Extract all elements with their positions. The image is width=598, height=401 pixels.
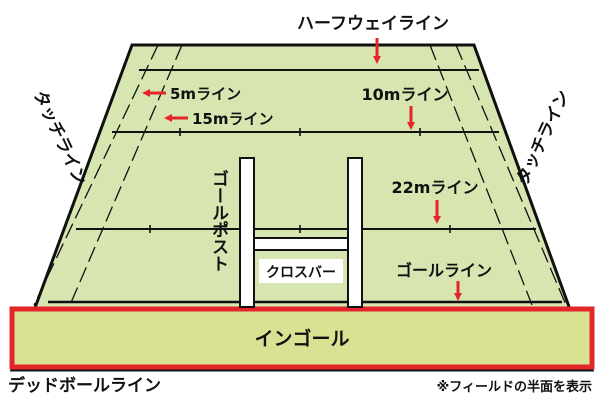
twentytwo-m-line-label: 22mライン bbox=[392, 178, 479, 197]
five-m-line-right bbox=[455, 44, 567, 306]
playing-field bbox=[9, 43, 595, 372]
goal-line-label: ゴールライン bbox=[396, 261, 492, 280]
fifteen-m-line-right bbox=[429, 44, 533, 306]
halfway-line-label: ハーフウェイライン bbox=[297, 14, 449, 34]
crossbar bbox=[253, 237, 349, 251]
touch-line-right-label: タッチライン bbox=[513, 87, 574, 188]
line-dash-marks bbox=[149, 128, 451, 233]
fifteen-m-line-label: 15mライン bbox=[192, 110, 274, 128]
in-goal-label: インゴール bbox=[254, 327, 349, 350]
crossbar-label: クロスバー bbox=[266, 265, 336, 281]
goal-posts bbox=[239, 157, 363, 308]
half-field-note: ※フィールドの半面を表示 bbox=[437, 379, 592, 395]
touch-line-left-label: タッチライン bbox=[29, 87, 90, 188]
five-m-line-left bbox=[33, 44, 159, 306]
crossbar-label-box bbox=[259, 259, 343, 283]
five-m-line-label: 5mライン bbox=[170, 85, 241, 103]
dead-ball-line-label: デッドボールライン bbox=[8, 375, 161, 396]
fifteen-m-line-left bbox=[69, 44, 183, 306]
in-goal-area bbox=[9, 306, 595, 370]
goal-post-label: ゴールポスト bbox=[208, 169, 229, 272]
ten-m-line-label: 10mライン bbox=[362, 85, 449, 104]
